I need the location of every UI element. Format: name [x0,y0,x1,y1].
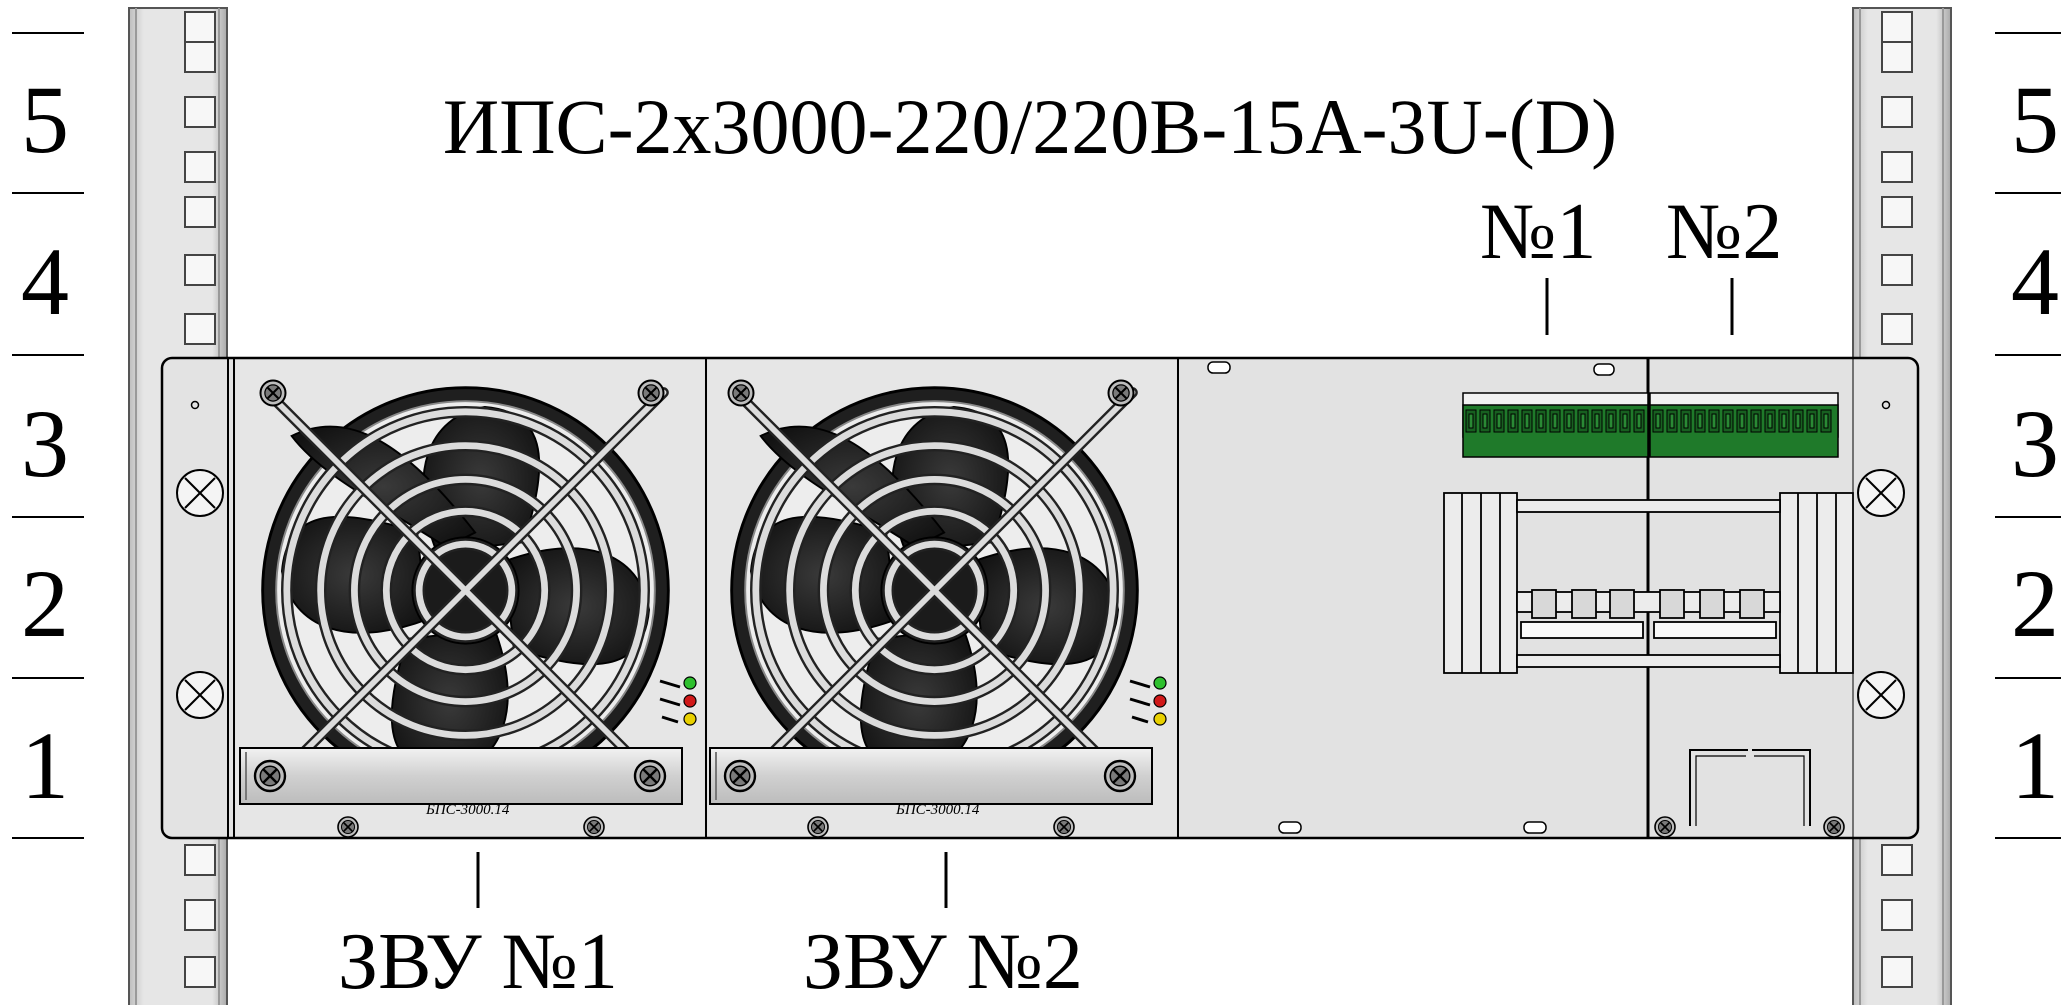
terminal-screw [1594,413,1600,429]
rack-unit-right-3: 3 [2011,390,2059,497]
terminal-screw [1809,413,1815,429]
rail-hole [1881,956,1913,988]
rail-hole [184,254,216,286]
terminal-screw [1655,413,1661,429]
rack-unit-left-5: 5 [21,66,69,173]
module-model-text-2: БПС-3000.14 [896,802,980,818]
rail-hole [184,956,216,988]
terminal-screw [1781,413,1787,429]
terminal-screw [1795,413,1801,429]
breaker-label-1: №1 [1480,188,1597,276]
rack-unit-left-2: 2 [21,550,69,657]
terminal-screw [1753,413,1759,429]
rail-hole [1881,151,1913,183]
rack-scale-right [1995,32,2061,839]
charger-module-1 [236,360,704,838]
rail-hole [184,844,216,876]
terminal-screw [1739,413,1745,429]
module-label-1: ЗВУ №1 [338,918,618,1005]
terminal-screw [1711,413,1717,429]
terminal-screw [1566,413,1572,429]
terminal-screw [1496,413,1502,429]
rack-unit-right-4: 4 [2011,228,2059,335]
terminal-screw [1608,413,1614,429]
rail-hole [1881,196,1913,228]
module-model-text-1: БПС-3000.14 [426,802,510,818]
rail-hole [1881,11,1913,43]
module-label-2: ЗВУ №2 [803,918,1083,1005]
terminal-block-1 [1462,392,1649,458]
terminal-screw [1524,413,1530,429]
terminal-screw [1697,413,1703,429]
rack-unit-right-1: 1 [2011,712,2059,819]
rack-scale-left [12,32,84,839]
rail-hole [1881,96,1913,128]
terminal-screw [1552,413,1558,429]
terminal-screw [1580,413,1586,429]
rail-hole [1881,899,1913,931]
rack-unit-right-2: 2 [2011,550,2059,657]
rack-unit-right-5: 5 [2011,66,2059,173]
terminal-screw [1636,413,1642,429]
rack-unit-left-4: 4 [21,228,69,335]
terminal-block-2 [1649,392,1839,458]
terminal-screw [1510,413,1516,429]
terminal-screw [1468,413,1474,429]
terminal-screw [1823,413,1829,429]
rack-unit-left-1: 1 [21,712,69,819]
rail-hole [184,196,216,228]
rail-hole [184,96,216,128]
rail-hole [184,313,216,345]
terminal-screw [1725,413,1731,429]
rail-hole [184,41,216,73]
rail-hole [1881,41,1913,73]
rail-hole [184,151,216,183]
charger-module-2 [708,360,1176,838]
rail-hole [1881,254,1913,286]
status-leds [1129,676,1167,726]
rail-hole [1881,844,1913,876]
breaker-label-2: №2 [1666,188,1783,276]
terminal-screw [1669,413,1675,429]
fan-icon [263,388,669,794]
callout-lines [476,278,1734,908]
circuit-breaker-block [1443,492,1854,674]
rail-hole [184,11,216,43]
terminal-screw [1622,413,1628,429]
rail-hole [1881,313,1913,345]
terminal-screw [1683,413,1689,429]
fan-icon [732,388,1138,794]
rail-square-holes [184,11,1913,988]
terminal-screw [1538,413,1544,429]
terminal-screw [1482,413,1488,429]
rack-unit-left-3: 3 [21,390,69,497]
terminal-screw [1767,413,1773,429]
page-title: ИПС-2х3000-220/220В-15А-3U-(D) [442,83,1618,170]
rail-hole [184,899,216,931]
status-leds [659,676,697,726]
